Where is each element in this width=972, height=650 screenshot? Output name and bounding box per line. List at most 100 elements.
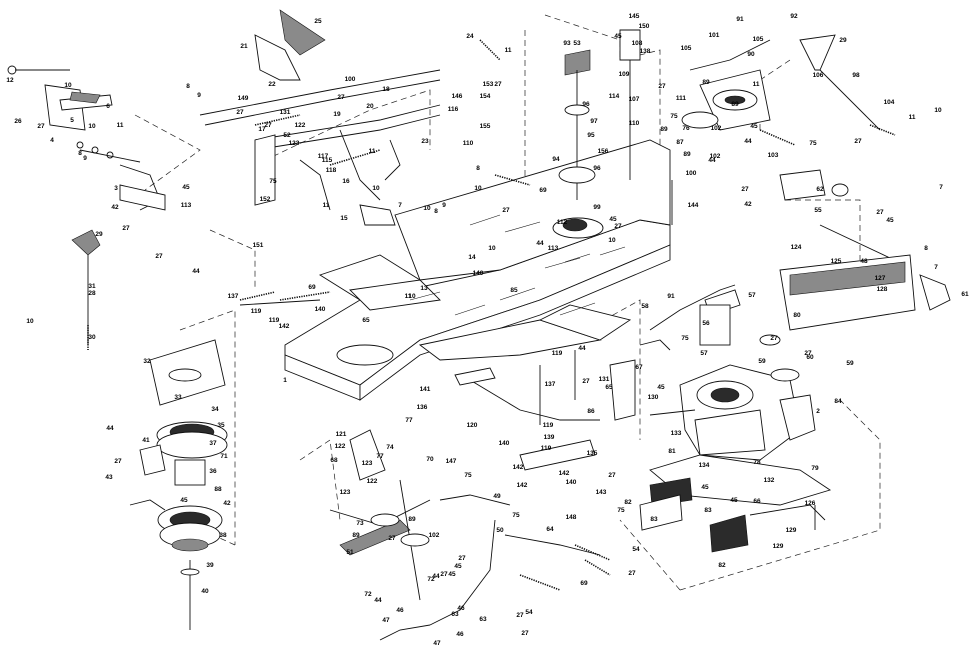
- part-number-label: 134: [699, 462, 710, 469]
- part-number-label: 7: [398, 202, 402, 209]
- part-number-label: 78: [753, 459, 761, 466]
- part-number-label: 102: [711, 125, 722, 132]
- part-number-label: 59: [758, 358, 766, 365]
- part-number-label: 58: [641, 303, 649, 310]
- part-number-label: 136: [417, 404, 428, 411]
- part-number-label: 100: [686, 170, 697, 177]
- part-number-label: 27: [521, 630, 529, 637]
- part-number-label: 96: [582, 101, 590, 108]
- part-number-label: 8: [924, 245, 928, 252]
- part-number-label: 140: [473, 270, 484, 277]
- part-number-label: 89: [660, 126, 668, 133]
- part-number-label: 27: [236, 109, 244, 116]
- part-number-label: 45: [886, 217, 894, 224]
- part-number-label: 143: [596, 489, 607, 496]
- part-number-label: 27: [458, 555, 466, 562]
- part-number-label: 128: [877, 286, 888, 293]
- part-number-label: 13: [420, 285, 428, 292]
- part-number-label: 10: [474, 185, 482, 192]
- part-number-label: 27: [804, 350, 812, 357]
- part-number-label: 146: [452, 93, 463, 100]
- part-number-label: 4: [50, 137, 54, 144]
- part-number-label: 94: [552, 156, 560, 163]
- part-number-label: 45: [730, 497, 738, 504]
- part-number-label: 95: [587, 132, 595, 139]
- part-number-label: 27: [608, 472, 616, 479]
- part-number-label: 27: [582, 378, 590, 385]
- part-number-label: 138: [640, 48, 651, 55]
- part-number-label: 9: [197, 92, 201, 99]
- part-number-label: 75: [512, 512, 520, 519]
- part-number-label: 142: [279, 323, 290, 330]
- part-number-label: 63: [451, 611, 459, 618]
- part-number-label: 89: [683, 151, 691, 158]
- part-number-label: 82: [624, 499, 632, 506]
- part-number-label: 137: [545, 381, 556, 388]
- part-number-label: 27: [741, 186, 749, 193]
- part-number-label: 98: [852, 72, 860, 79]
- part-number-label: 27: [114, 458, 122, 465]
- left-lower-linkage: [239, 291, 511, 641]
- part-number-label: 56: [702, 320, 710, 327]
- part-number-label: 29: [839, 37, 847, 44]
- part-number-label: 74: [386, 444, 394, 451]
- part-number-label: 27: [264, 122, 272, 129]
- part-number-label: 117: [318, 153, 329, 160]
- part-number-label: 44: [578, 345, 586, 352]
- part-number-label: 129: [786, 527, 797, 534]
- part-number-label: 140: [315, 306, 326, 313]
- part-number-label: 27: [658, 83, 666, 90]
- part-number-label: 141: [420, 386, 431, 393]
- part-number-label: 8: [434, 208, 438, 215]
- part-number-label: 10: [408, 293, 416, 300]
- lower-right-bracket: [639, 494, 826, 531]
- part-number-label: 114: [609, 93, 620, 100]
- part-number-label: 31: [88, 283, 96, 290]
- part-number-label: 3: [114, 185, 118, 192]
- part-number-label: 145: [629, 13, 640, 20]
- part-number-label: 36: [209, 468, 217, 475]
- part-number-label: 8: [78, 150, 82, 157]
- part-number-label: 148: [566, 514, 577, 521]
- group-outlines: [134, 14, 881, 591]
- part-number-label: 45: [701, 484, 709, 491]
- part-number-label: 70: [426, 456, 434, 463]
- part-number-label: 45: [448, 571, 456, 578]
- part-number-label: 43: [105, 474, 113, 481]
- part-number-label: 119: [543, 422, 554, 429]
- part-number-label: 62: [816, 186, 824, 193]
- part-number-label: 75: [269, 178, 277, 185]
- part-number-label: 115: [322, 157, 333, 164]
- part-number-label: 122: [367, 478, 378, 485]
- center-linkage: [454, 284, 736, 591]
- part-number-label: 68: [330, 457, 338, 464]
- part-number-label: 57: [700, 350, 708, 357]
- part-number-label: 61: [961, 291, 969, 298]
- part-number-label: 10: [88, 123, 96, 130]
- part-number-label: 149: [238, 95, 249, 102]
- part-number-label: 147: [446, 458, 457, 465]
- part-number-label: 106: [813, 72, 824, 79]
- part-number-label: 14: [468, 254, 476, 261]
- part-number-label: 65: [605, 384, 613, 391]
- part-number-label: 66: [753, 498, 761, 505]
- part-number-label: 9: [83, 155, 87, 162]
- part-number-label: 20: [366, 103, 374, 110]
- part-number-label: 6: [106, 103, 110, 110]
- part-number-label: 77: [376, 453, 384, 460]
- part-number-label: 41: [142, 437, 150, 444]
- part-number-label: 142: [559, 470, 570, 477]
- part-number-label: 44: [432, 573, 440, 580]
- part-number-label: 44: [374, 597, 382, 604]
- part-number-label: 69: [580, 580, 588, 587]
- part-number-label: 18: [382, 86, 390, 93]
- part-number-label: 51: [346, 549, 354, 556]
- part-number-label: 45: [657, 384, 665, 391]
- part-number-label: 156: [598, 148, 609, 155]
- part-number-label: 93: [563, 40, 571, 47]
- part-number-label: 35: [217, 422, 225, 429]
- part-number-label: 10: [64, 82, 72, 89]
- part-number-label: 21: [240, 43, 248, 50]
- part-number-label: 26: [14, 118, 22, 125]
